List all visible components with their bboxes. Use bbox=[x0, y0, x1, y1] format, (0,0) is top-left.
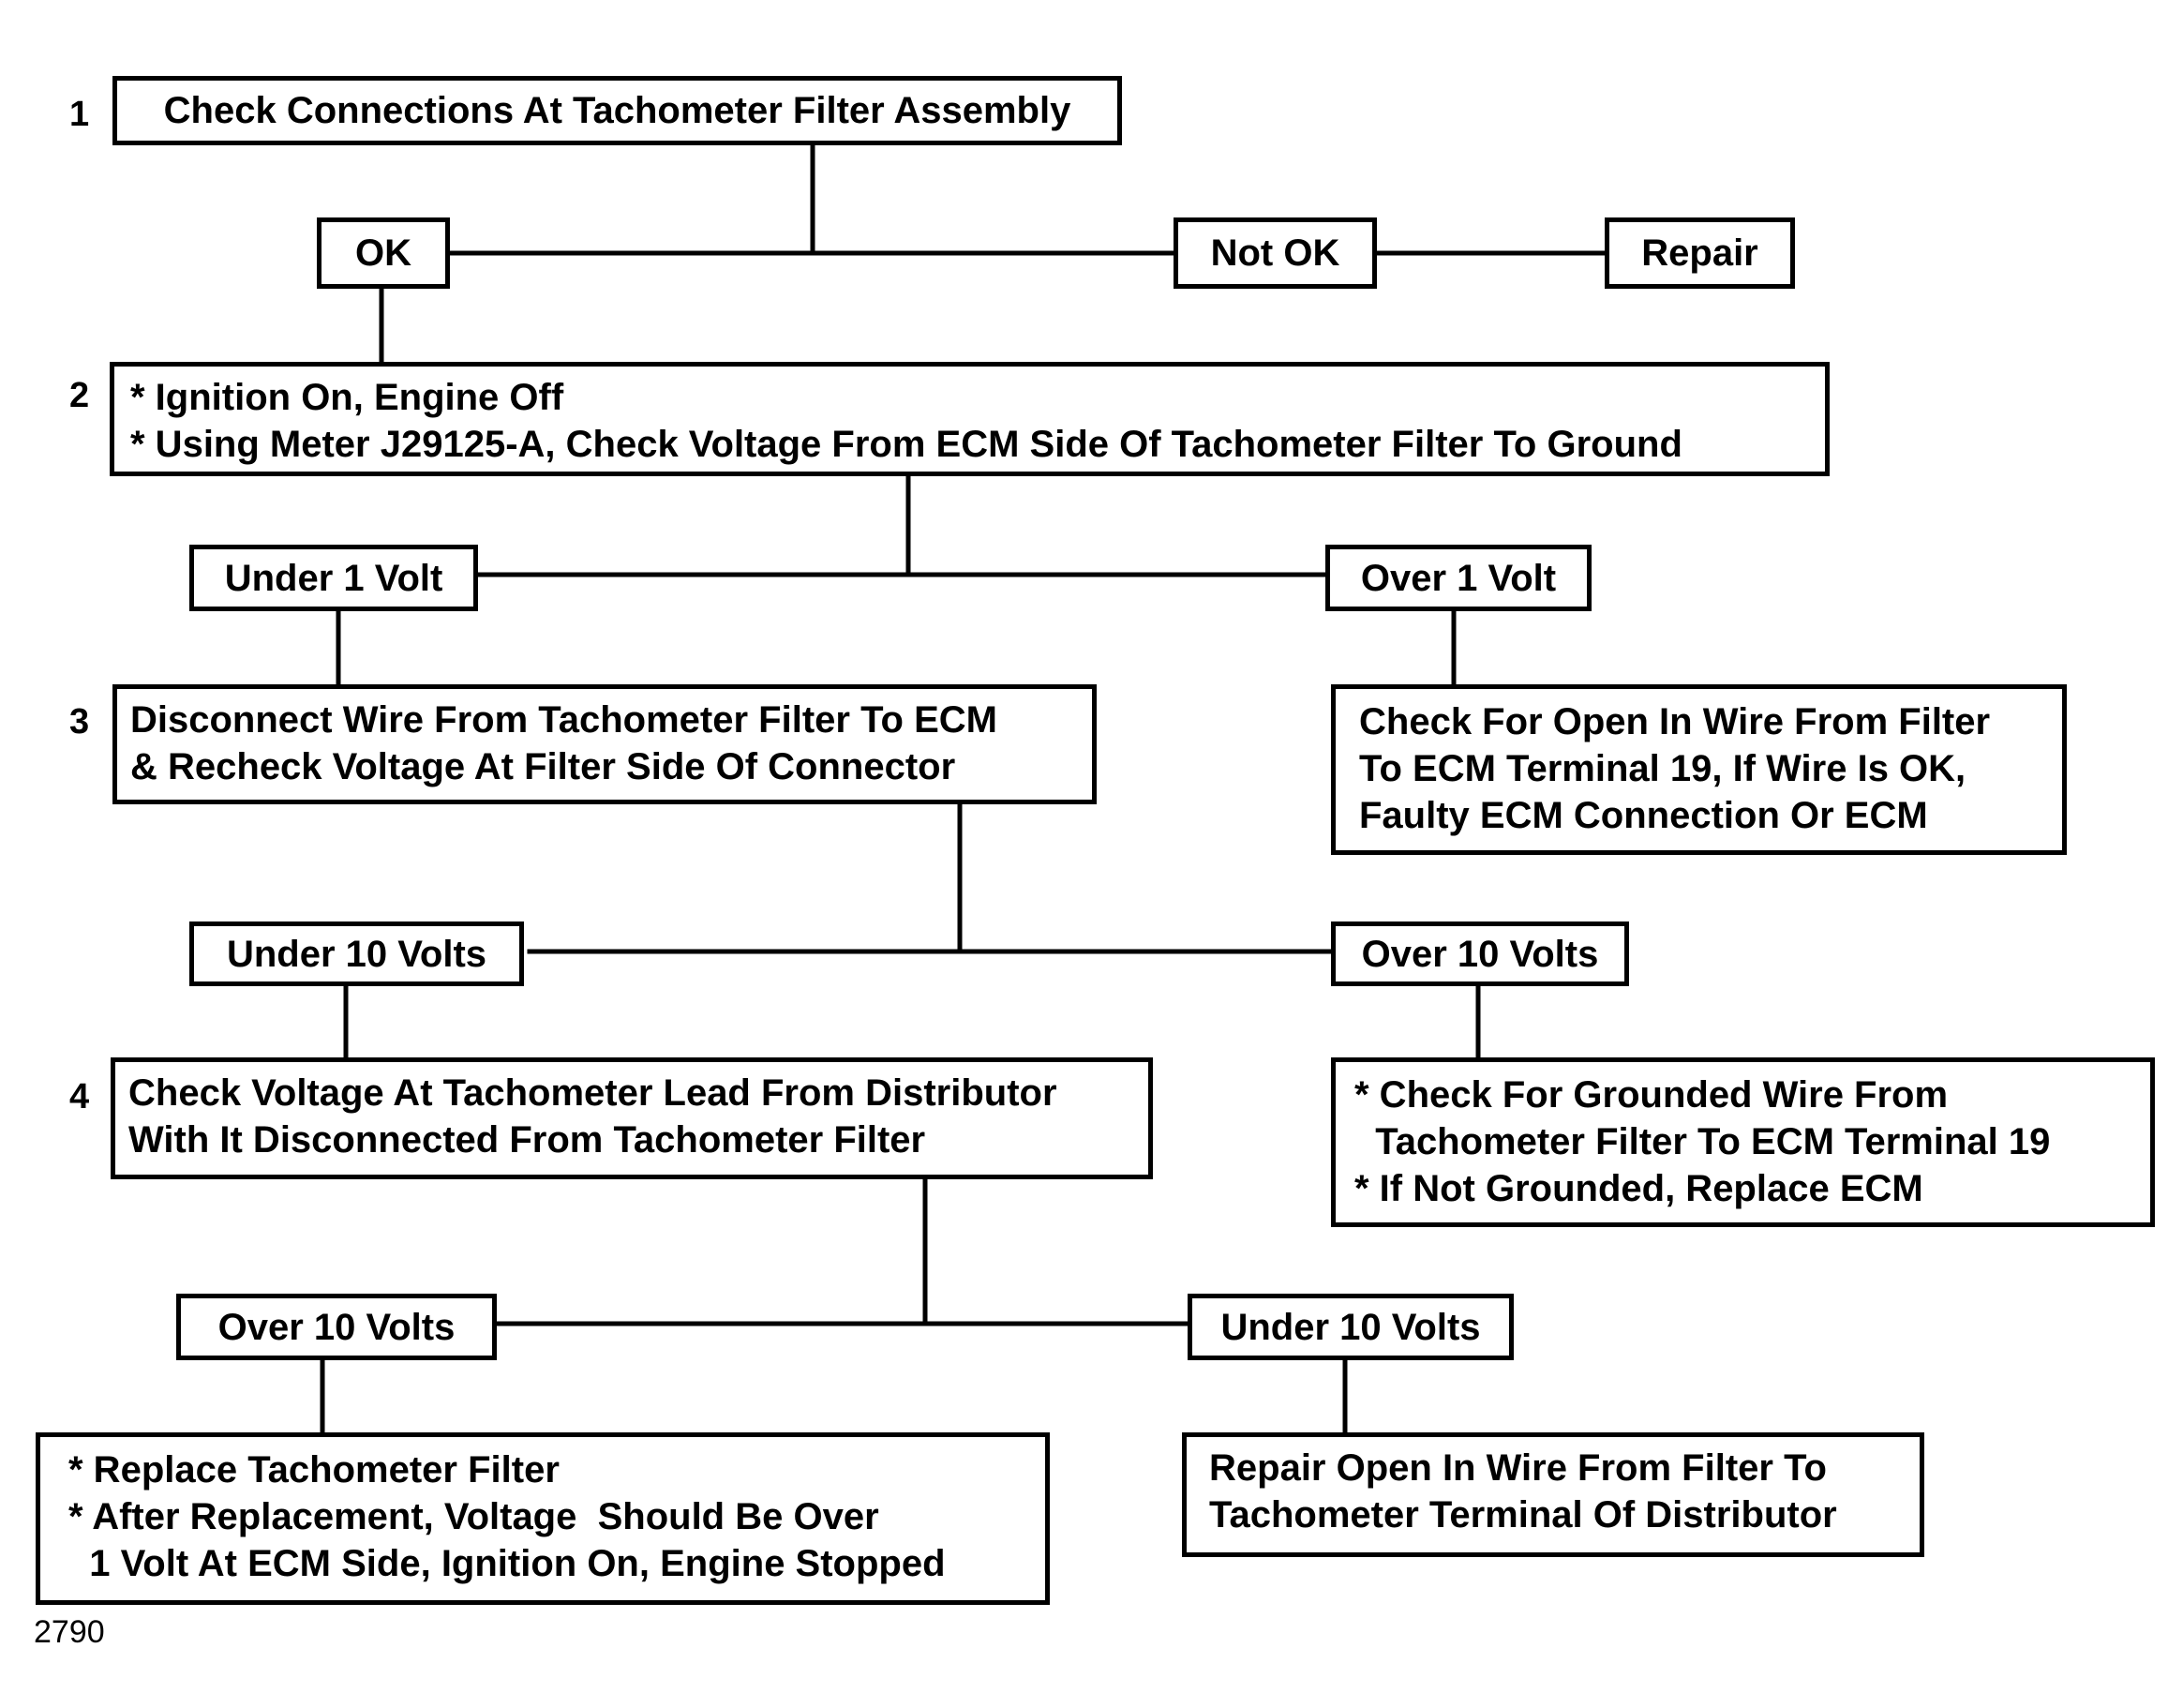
step3-line-2: & Recheck Voltage At Filter Side Of Conn… bbox=[130, 746, 956, 787]
repair-open-wire-box: Repair Open In Wire From Filter To Tacho… bbox=[1182, 1432, 1924, 1557]
not-ok-label: Not OK bbox=[1210, 232, 1340, 274]
step1-box: Check Connections At Tachometer Filter A… bbox=[112, 76, 1122, 145]
step4-over-10-volts-label: Over 10 Volts bbox=[217, 1306, 456, 1348]
over-10-volts-result-line-1: * Check For Grounded Wire From bbox=[1354, 1074, 1949, 1116]
step1-title: Check Connections At Tachometer Filter A… bbox=[163, 90, 1071, 131]
under-1-volt-label: Under 1 Volt bbox=[224, 557, 443, 599]
repair-box: Repair bbox=[1605, 217, 1795, 289]
step4-box: Check Voltage At Tachometer Lead From Di… bbox=[111, 1057, 1153, 1179]
over-1-volt-box: Over 1 Volt bbox=[1325, 545, 1592, 611]
over-1-volt-result-line-2: To ECM Terminal 19, If Wire Is OK, bbox=[1359, 748, 1966, 789]
over-10-volts-result-line-2: Tachometer Filter To ECM Terminal 19 bbox=[1354, 1121, 2051, 1162]
step-number-3: 3 bbox=[69, 702, 90, 742]
replace-filter-line-1: * Replace Tachometer Filter bbox=[68, 1449, 560, 1491]
over-1-volt-result-line-3: Faulty ECM Connection Or ECM bbox=[1359, 795, 1928, 836]
figure-number: 2790 bbox=[34, 1614, 105, 1650]
ok-label: OK bbox=[355, 232, 411, 274]
repair-open-wire-line-2: Tachometer Terminal Of Distributor bbox=[1209, 1494, 1837, 1536]
step3-line-1: Disconnect Wire From Tachometer Filter T… bbox=[130, 699, 997, 741]
step-number-1: 1 bbox=[69, 95, 90, 134]
step2-line-1: * Ignition On, Engine Off bbox=[130, 377, 564, 418]
step4-line-1: Check Voltage At Tachometer Lead From Di… bbox=[128, 1072, 1057, 1114]
step-number-4: 4 bbox=[69, 1077, 90, 1116]
replace-filter-line-2: * After Replacement, Voltage Should Be O… bbox=[68, 1496, 879, 1537]
over-10-volts-label: Over 10 Volts bbox=[1361, 933, 1599, 975]
ok-box: OK bbox=[317, 217, 450, 289]
over-1-volt-result-line-1: Check For Open In Wire From Filter bbox=[1359, 701, 1991, 742]
step3-box: Disconnect Wire From Tachometer Filter T… bbox=[112, 684, 1097, 804]
under-10-volts-box: Under 10 Volts bbox=[189, 921, 524, 986]
step4-under-10-volts-box: Under 10 Volts bbox=[1188, 1294, 1514, 1360]
repair-open-wire-line-1: Repair Open In Wire From Filter To bbox=[1209, 1447, 1827, 1489]
not-ok-box: Not OK bbox=[1174, 217, 1377, 289]
step4-over-10-volts-box: Over 10 Volts bbox=[176, 1294, 497, 1360]
over-1-volt-result-box: Check For Open In Wire From Filter To EC… bbox=[1331, 684, 2067, 855]
step2-box: * Ignition On, Engine Off * Using Meter … bbox=[110, 362, 1830, 476]
over-1-volt-label: Over 1 Volt bbox=[1360, 557, 1557, 599]
step4-under-10-volts-label: Under 10 Volts bbox=[1220, 1306, 1481, 1348]
over-10-volts-result-box: * Check For Grounded Wire From Tachomete… bbox=[1331, 1057, 2155, 1227]
replace-filter-box: * Replace Tachometer Filter * After Repl… bbox=[36, 1432, 1050, 1605]
under-1-volt-box: Under 1 Volt bbox=[189, 545, 478, 611]
step2-line-2: * Using Meter J29125-A, Check Voltage Fr… bbox=[130, 424, 1682, 465]
step-number-2: 2 bbox=[69, 376, 90, 415]
over-10-volts-box: Over 10 Volts bbox=[1331, 921, 1629, 986]
step4-line-2: With It Disconnected From Tachometer Fil… bbox=[128, 1119, 926, 1161]
under-10-volts-label: Under 10 Volts bbox=[226, 933, 487, 975]
over-10-volts-result-line-3: * If Not Grounded, Replace ECM bbox=[1354, 1168, 1923, 1209]
repair-label: Repair bbox=[1641, 232, 1758, 274]
replace-filter-line-3: 1 Volt At ECM Side, Ignition On, Engine … bbox=[68, 1543, 946, 1584]
